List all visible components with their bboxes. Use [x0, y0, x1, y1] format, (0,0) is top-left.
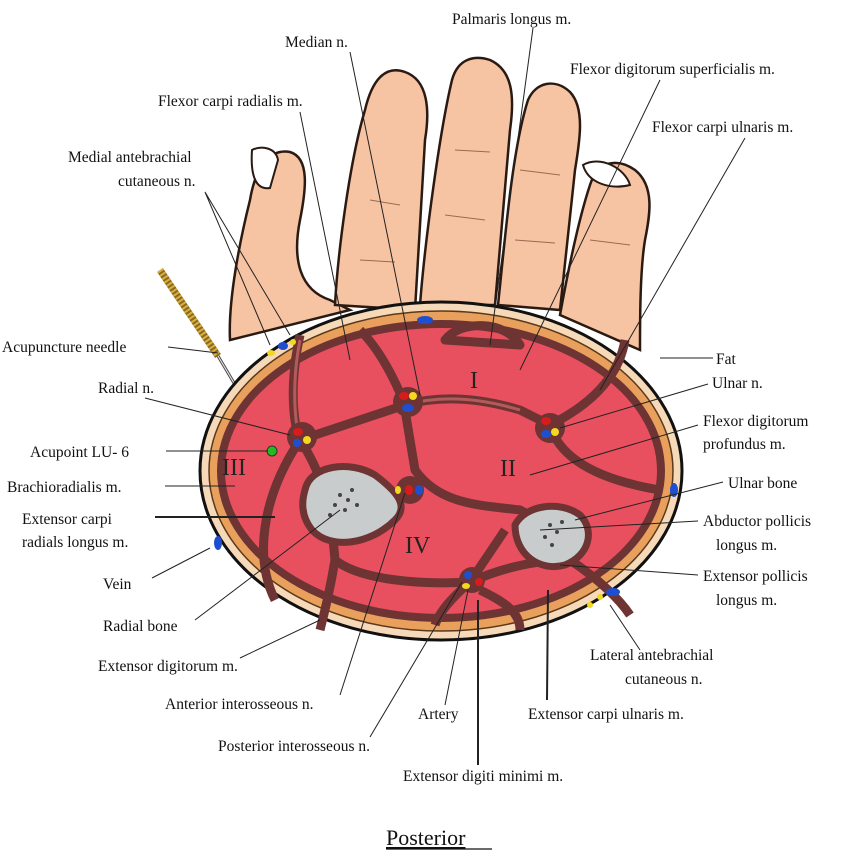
label-lateral-antebrachial-cutaneous-1: Lateral antebrachial [590, 647, 714, 664]
middle-finger [418, 56, 514, 307]
label-acupuncture-needle: Acupuncture needle [2, 339, 126, 356]
label-lateral-antebrachial-cutaneous-2: cutaneous n. [625, 671, 702, 688]
label-palmaris-longus: Palmaris longus m. [452, 11, 571, 28]
label-apl-2: longus m. [716, 537, 777, 554]
label-extensor-carpi-ulnaris: Extensor carpi ulnaris m. [528, 706, 684, 723]
compartment-III: III [222, 455, 246, 481]
label-epl-2: longus m. [716, 592, 777, 609]
label-fat: Fat [716, 351, 737, 368]
label-apl-1: Abductor pollicis [703, 513, 811, 530]
label-fdp-2: profundus m. [703, 436, 786, 453]
label-extensor-digitorum: Extensor digitorum m. [98, 658, 238, 675]
label-median-nerve: Median n. [285, 34, 348, 51]
thumbnail [250, 146, 280, 190]
label-acupoint-lu6: Acupoint LU- 6 [30, 444, 129, 461]
cross-section [198, 300, 684, 642]
radial-bone [299, 463, 405, 546]
compartment-IV: IV [405, 533, 431, 559]
label-ecrl-1: Extensor carpi [22, 511, 113, 528]
bone-marrow-pattern [328, 488, 564, 547]
label-extensor-digiti-minimi: Extensor digiti minimi m. [403, 768, 563, 785]
leader-lines [144, 27, 746, 765]
neurovascular-bundles [214, 316, 678, 608]
label-medial-antebrachial-cutaneous-2: cutaneous n. [118, 173, 195, 190]
label-epl-1: Extensor pollicis [703, 568, 808, 585]
label-ecrl-2: radials longus m. [22, 534, 128, 551]
label-radial-nerve: Radial n. [98, 380, 154, 397]
compartment-I: I [470, 368, 478, 394]
label-fdp-1: Flexor digitorum [703, 413, 808, 430]
labels: Palmaris longus m. Median n. Flexor digi… [2, 11, 811, 850]
label-flexor-carpi-ulnaris: Flexor carpi ulnaris m. [652, 119, 793, 136]
thumb [228, 150, 354, 342]
little-finger [558, 161, 651, 352]
label-artery: Artery [418, 706, 459, 723]
label-medial-antebrachial-cutaneous-1: Medial antebrachial [68, 149, 192, 166]
label-brachioradialis: Brachioradialis m. [7, 479, 122, 496]
ulnar-bone [511, 502, 592, 570]
label-vein: Vein [103, 576, 132, 593]
label-anterior-interosseous: Anterior interosseous n. [165, 696, 314, 713]
label-radial-bone: Radial bone [103, 618, 178, 635]
index-finger [333, 69, 429, 312]
label-flexor-digitorum-superficialis: Flexor digitorum superficialis m. [570, 61, 775, 78]
orientation-label: Posterior [386, 825, 466, 850]
acupoint-lu6-marker [266, 445, 278, 457]
compartment-II: II [500, 456, 516, 482]
label-ulnar-nerve: Ulnar n. [712, 375, 763, 392]
label-ulnar-bone: Ulnar bone [728, 475, 797, 492]
hand-illustration [228, 56, 651, 352]
little-fingernail [581, 160, 632, 188]
label-flexor-carpi-radialis: Flexor carpi radialis m. [158, 93, 303, 110]
label-posterior-interosseous: Posterior interosseous n. [218, 738, 370, 755]
